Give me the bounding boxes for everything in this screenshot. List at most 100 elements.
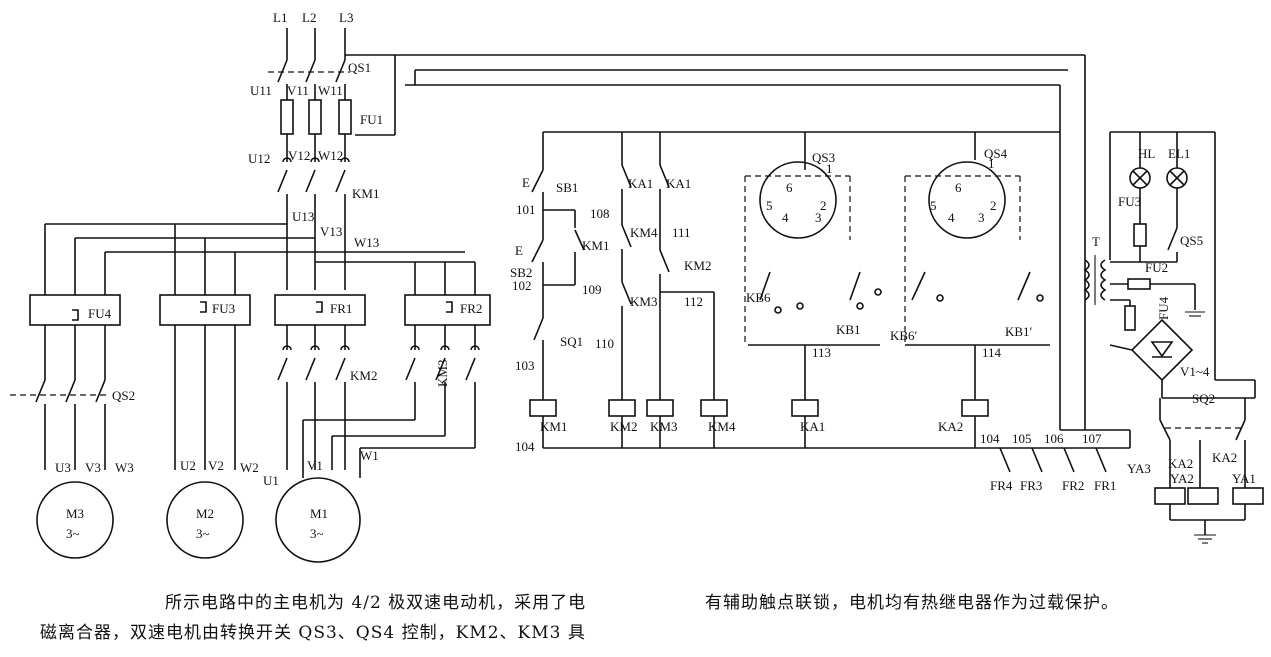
label-W2: W2: [240, 460, 259, 475]
label-KA1-b: KA1: [666, 176, 691, 191]
label-FU3: FU3: [212, 301, 235, 316]
label-SB2: SB2: [510, 265, 532, 280]
label-U11: U11: [250, 83, 272, 98]
label-SQ2: SQ2: [1192, 391, 1215, 406]
label-FU4-right: FU4: [1156, 296, 1171, 320]
label-KM4-aux: KM4: [630, 225, 658, 240]
label-FR4: FR4: [990, 478, 1013, 493]
label-KM1-coil: KM1: [540, 419, 567, 434]
label-KM1-main: KM1: [352, 186, 379, 201]
label-FR2: FR2: [460, 301, 482, 316]
label-V13: V13: [320, 224, 342, 239]
label-U3: U3: [55, 460, 71, 475]
label-FU4: FU4: [88, 306, 112, 321]
main-power-circuit: [10, 28, 491, 563]
label-M3: M3: [66, 506, 84, 521]
label-L3: L3: [339, 10, 353, 25]
label-FU2: FU2: [1145, 260, 1168, 275]
label-V1: V1: [307, 458, 323, 473]
label-110: 110: [595, 336, 614, 351]
label-KM2-main: KM2: [350, 368, 377, 383]
label-U1: U1: [263, 473, 279, 488]
label-104-right: 104: [980, 431, 1000, 446]
label-V11: V11: [287, 83, 309, 98]
label-FU3-right: FU3: [1118, 194, 1141, 209]
label-QS1: QS1: [348, 60, 371, 75]
label-QS4-3: 3: [978, 210, 985, 225]
label-QS3-1: 1: [826, 161, 833, 176]
label-YA2: YA2: [1170, 471, 1194, 486]
label-KM4-coil: KM4: [708, 419, 736, 434]
label-FR2-contact: FR2: [1062, 478, 1084, 493]
label-V1-4: V1~4: [1180, 364, 1210, 379]
label-QS3-4: 4: [782, 210, 789, 225]
label-M2: M2: [196, 506, 214, 521]
label-KA1-a: KA1: [628, 176, 653, 191]
label-QS3-5: 5: [766, 198, 773, 213]
supply-feeders: [345, 54, 1086, 430]
label-V3: V3: [85, 460, 101, 475]
label-KM3-main: KM3: [435, 360, 450, 387]
label-KM3-aux: KM3: [630, 294, 657, 309]
caption-right-line1: 有辅助触点联锁，电机均有热继电器作为过载保护。: [705, 593, 1119, 613]
label-113: 113: [812, 345, 831, 360]
label-KB6-prime: KB6′: [890, 328, 918, 343]
label-QS3: QS3: [812, 150, 835, 165]
label-FR3: FR3: [1020, 478, 1042, 493]
caption-left: 所示电路中的主电机为 4/2 极双速电动机，采用了电 磁离合器，双速电机由转换开…: [40, 588, 670, 648]
label-KM1-aux: KM1: [582, 238, 609, 253]
caption-right: 有辅助触点联锁，电机均有热继电器作为过载保护。: [705, 588, 1245, 618]
label-KA1-coil: KA1: [800, 419, 825, 434]
label-QS4-2: 2: [990, 198, 997, 213]
label-108: 108: [590, 206, 610, 221]
circuit-diagram: L1 L2 L3 QS1 U11 V11 W11 FU1 U12 V12 W12…: [10, 10, 1264, 563]
label-FR1-contact: FR1: [1094, 478, 1116, 493]
label-KA2-b: KA2: [1212, 450, 1237, 465]
caption-left-line2: 磁离合器，双速电机由转换开关 QS3、QS4 控制，KM2、KM3 具: [40, 623, 586, 643]
label-QS4: QS4: [984, 146, 1008, 161]
label-SQ1: SQ1: [560, 334, 583, 349]
label-U2: U2: [180, 458, 196, 473]
label-YA1: YA1: [1232, 471, 1256, 486]
label-YA3: YA3: [1127, 461, 1151, 476]
label-L2: L2: [302, 10, 316, 25]
label-M2-phase: 3~: [196, 526, 210, 541]
label-QS4-4: 4: [948, 210, 955, 225]
label-V12: V12: [288, 148, 310, 163]
label-QS3-6: 6: [786, 180, 793, 195]
label-105: 105: [1012, 431, 1032, 446]
label-W12: W12: [318, 148, 343, 163]
label-KB1-prime: KB1′: [1005, 324, 1033, 339]
label-T: T: [1092, 234, 1100, 249]
label-U12: U12: [248, 151, 270, 166]
label-QS4-1: 1: [988, 156, 995, 171]
caption-left-line1: 所示电路中的主电机为 4/2 极双速电动机，采用了电: [165, 593, 587, 613]
label-QS4-5: 5: [930, 198, 937, 213]
label-112: 112: [684, 294, 703, 309]
label-QS3-2: 2: [820, 198, 827, 213]
label-114: 114: [982, 345, 1002, 360]
label-106: 106: [1044, 431, 1064, 446]
label-KM3-coil: KM3: [650, 419, 677, 434]
label-102: 102: [512, 278, 532, 293]
label-SB1: SB1: [556, 180, 578, 195]
label-W3: W3: [115, 460, 134, 475]
label-109: 109: [582, 282, 602, 297]
label-FR1: FR1: [330, 301, 352, 316]
label-E1: E: [522, 175, 530, 190]
label-U13: U13: [292, 209, 314, 224]
label-W1: W1: [360, 448, 379, 463]
label-W11: W11: [318, 83, 343, 98]
label-QS4-6: 6: [955, 180, 962, 195]
label-M3-phase: 3~: [66, 526, 80, 541]
label-111: 111: [672, 225, 691, 240]
label-KM2-aux: KM2: [684, 258, 711, 273]
label-104-left: 104: [515, 439, 535, 454]
label-KA2-a: KA2: [1168, 456, 1193, 471]
lighting-clutch-circuit: [1109, 131, 1264, 544]
label-103: 103: [515, 358, 535, 373]
label-107: 107: [1082, 431, 1102, 446]
label-L1: L1: [273, 10, 287, 25]
label-QS5: QS5: [1180, 233, 1203, 248]
label-E2: E: [515, 243, 523, 258]
